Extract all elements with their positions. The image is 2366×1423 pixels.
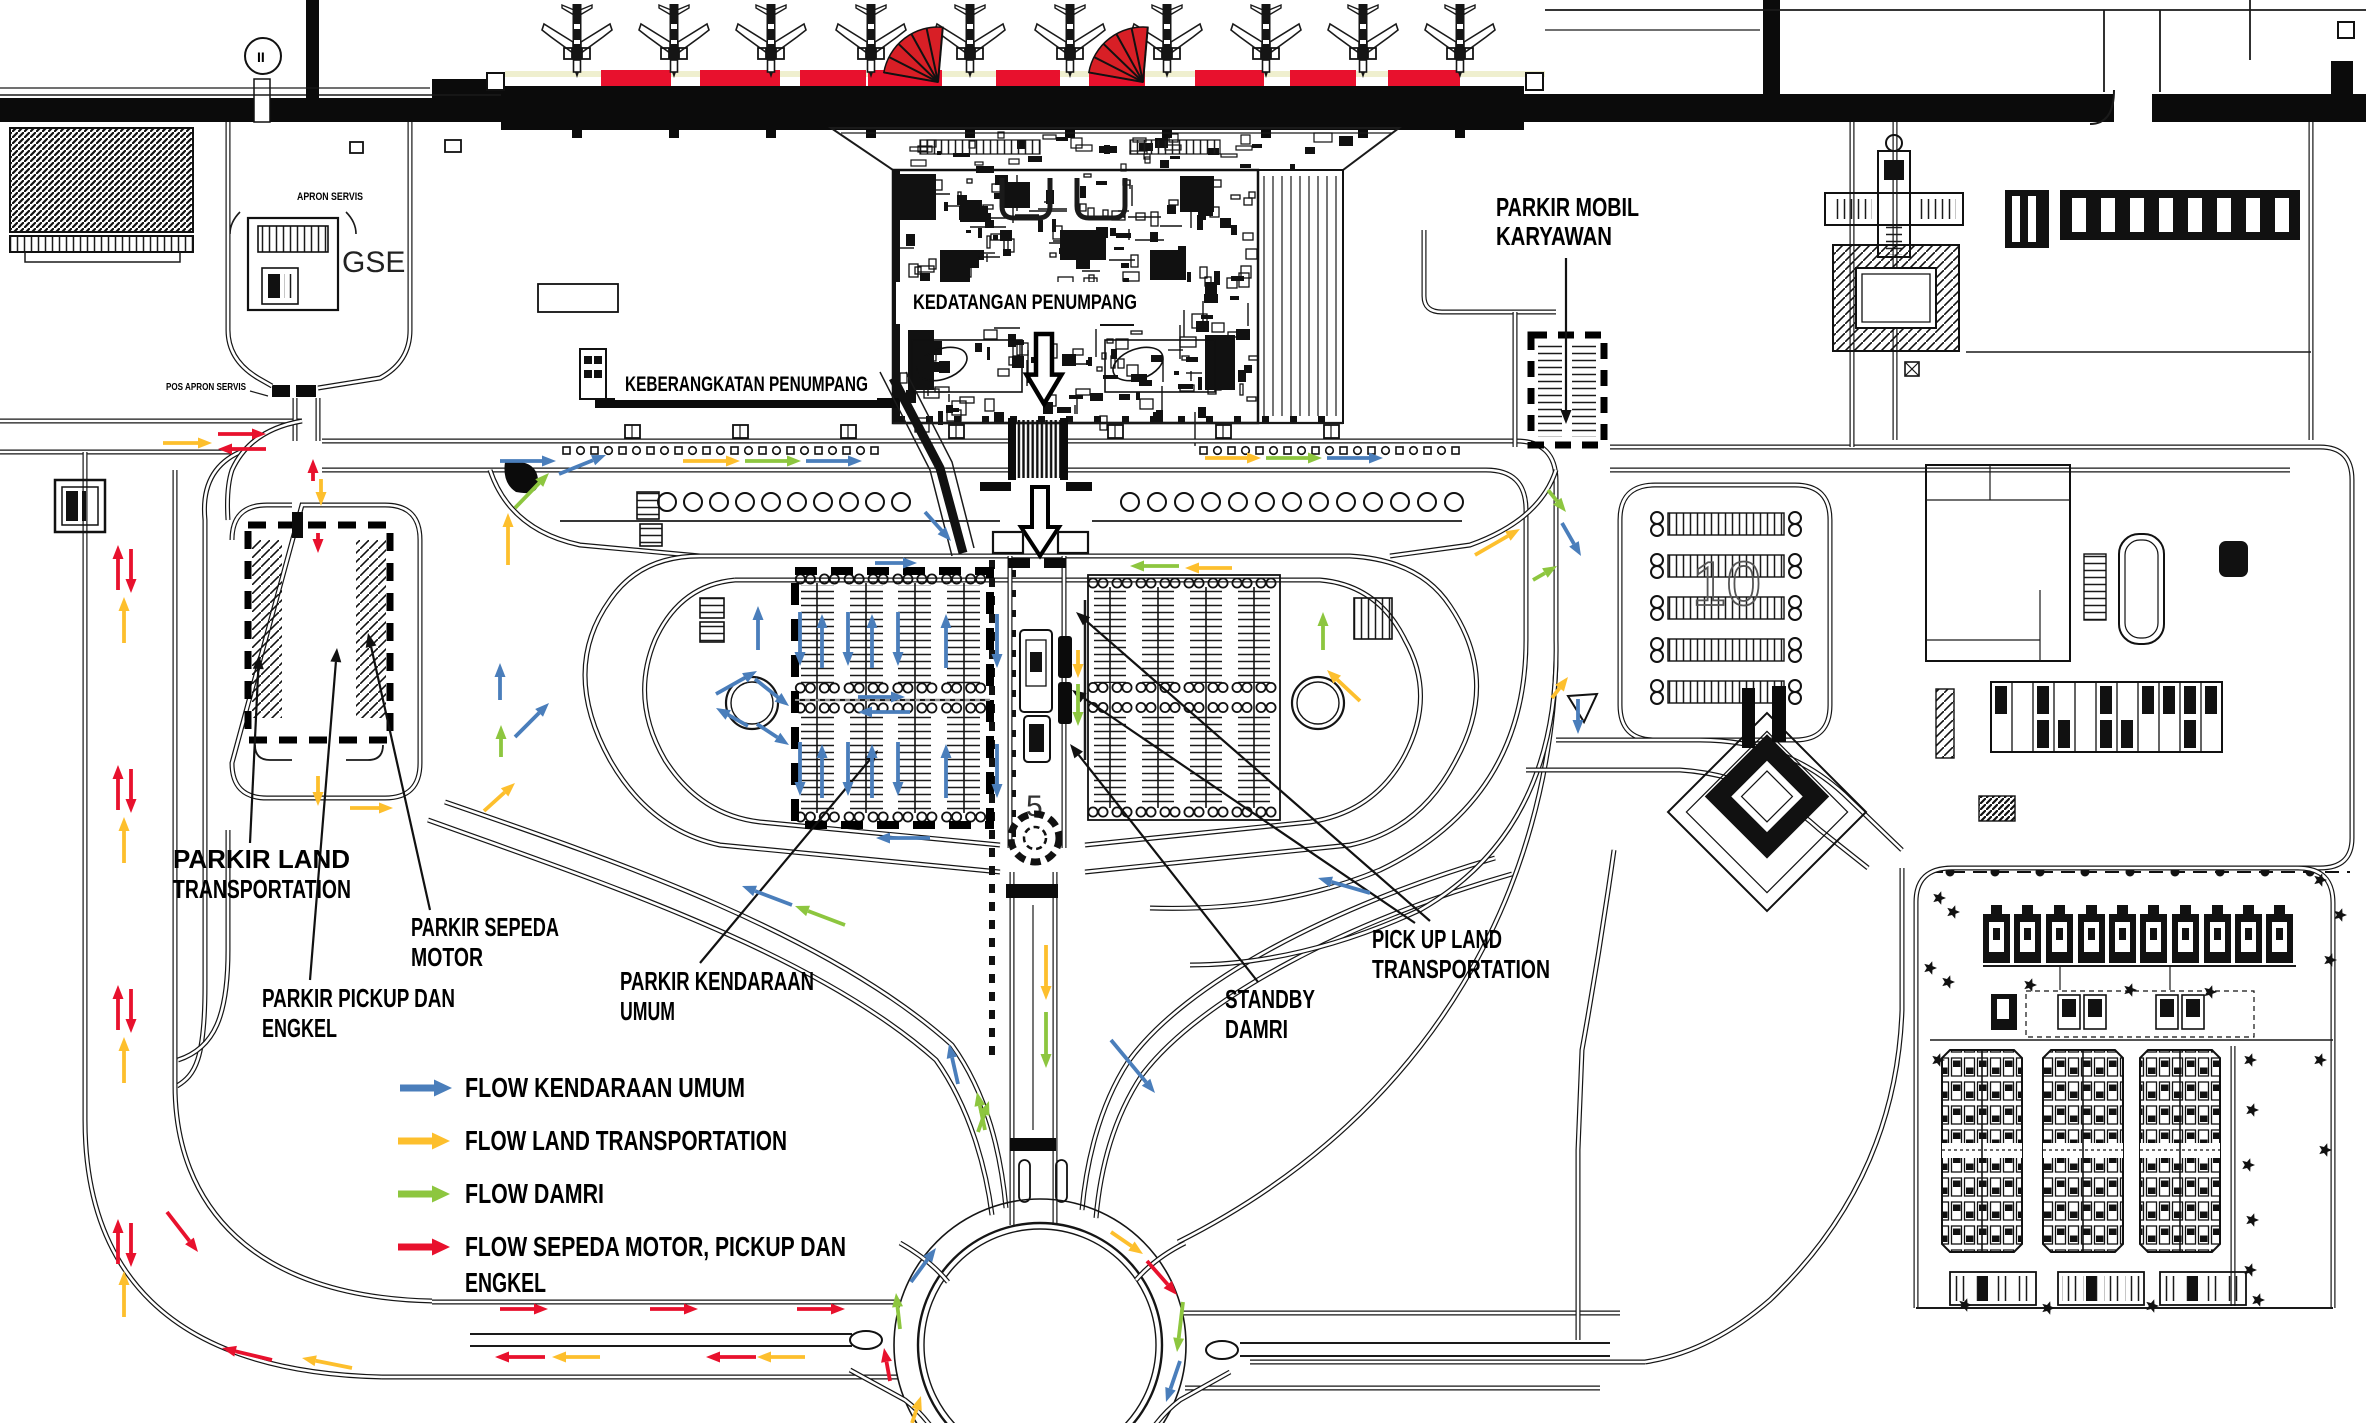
svg-text:FLOW KENDARAAN UMUM: FLOW KENDARAAN UMUM — [465, 1072, 745, 1103]
svg-text:PARKIR MOBIL: PARKIR MOBIL — [1496, 192, 1639, 222]
svg-text:MOTOR: MOTOR — [411, 942, 483, 972]
svg-text:TRANSPORTATION: TRANSPORTATION — [173, 874, 351, 904]
svg-text:FLOW DAMRI: FLOW DAMRI — [465, 1178, 604, 1209]
svg-text:KEDATANGAN PENUMPANG: KEDATANGAN PENUMPANG — [913, 291, 1137, 314]
svg-text:KARYAWAN: KARYAWAN — [1496, 221, 1612, 251]
svg-text:GSE: GSE — [342, 246, 405, 279]
svg-text:10: 10 — [1692, 550, 1761, 619]
svg-text:PICK UP LAND: PICK UP LAND — [1372, 924, 1502, 954]
svg-text:FLOW LAND TRANSPORTATION: FLOW LAND TRANSPORTATION — [465, 1125, 787, 1156]
svg-text:KEBERANGKATAN PENUMPANG: KEBERANGKATAN PENUMPANG — [625, 373, 868, 396]
svg-text:PARKIR SEPEDA: PARKIR SEPEDA — [411, 912, 559, 942]
svg-text:STANDBY: STANDBY — [1225, 984, 1315, 1014]
svg-text:ENGKEL: ENGKEL — [262, 1013, 337, 1043]
svg-text:PARKIR KENDARAAN: PARKIR KENDARAAN — [620, 966, 814, 996]
svg-text:II: II — [257, 49, 265, 65]
svg-text:APRON SERVIS: APRON SERVIS — [297, 191, 363, 203]
svg-text:ENGKEL: ENGKEL — [465, 1267, 546, 1298]
svg-text:POS APRON SERVIS: POS APRON SERVIS — [166, 382, 246, 393]
svg-text:PARKIR PICKUP DAN: PARKIR PICKUP DAN — [262, 983, 455, 1013]
svg-text:TRANSPORTATION: TRANSPORTATION — [1372, 954, 1550, 984]
svg-text:FLOW SEPEDA MOTOR, PICKUP DAN: FLOW SEPEDA MOTOR, PICKUP DAN — [465, 1231, 846, 1262]
svg-text:UMUM: UMUM — [620, 996, 675, 1026]
svg-text:DAMRI: DAMRI — [1225, 1014, 1288, 1044]
svg-text:PARKIR LAND: PARKIR LAND — [173, 844, 350, 874]
